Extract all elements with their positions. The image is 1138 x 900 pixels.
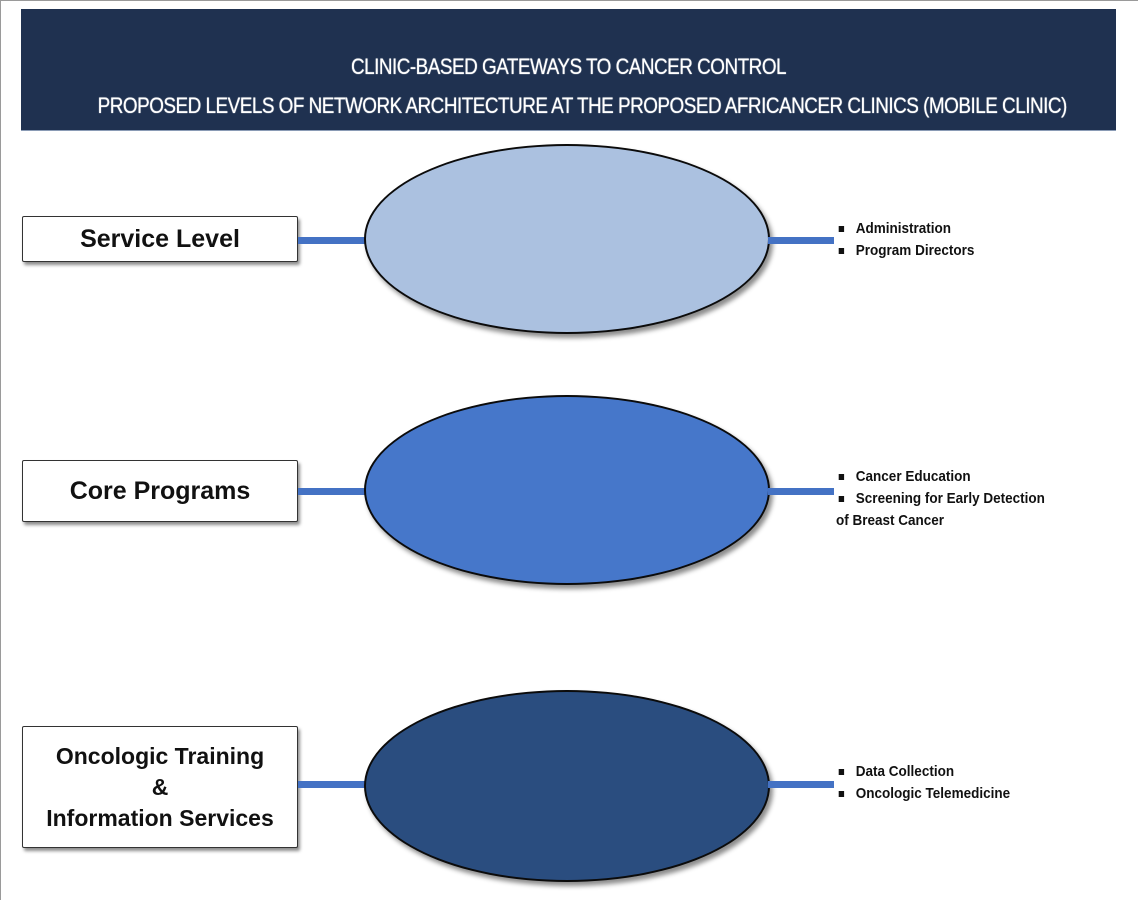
oncologic-training-label-line2: & xyxy=(151,773,169,800)
oncologic-training-box: Oncologic Training & Information Service… xyxy=(22,726,298,848)
oncologic-training-label-line3: Information Services xyxy=(46,804,274,831)
bullet-item: Screening for Early Detection xyxy=(836,488,1045,510)
service-level-bullet-list: Administration Program Directors xyxy=(836,218,974,262)
diagram-header: CLINIC-BASED GATEWAYS TO CANCER CONTROL … xyxy=(21,9,1116,131)
service-level-ellipse xyxy=(364,144,770,334)
core-programs-box: Core Programs xyxy=(22,460,298,522)
bullet-square-icon xyxy=(838,474,845,480)
oncologic-training-right-connector xyxy=(768,781,834,788)
service-level-box: Service Level xyxy=(22,216,298,262)
bullet-item: Cancer Education xyxy=(836,466,1045,488)
bullet-square-icon xyxy=(838,248,845,254)
bullet-square-icon xyxy=(838,791,845,797)
oncologic-training-left-connector xyxy=(298,781,368,788)
core-programs-right-connector xyxy=(768,488,834,495)
oncologic-training-bullet-list: Data Collection Oncologic Telemedicine xyxy=(836,761,1010,805)
diagram-title: CLINIC-BASED GATEWAYS TO CANCER CONTROL xyxy=(350,54,787,79)
service-level-label: Service Level xyxy=(80,224,240,253)
bullet-square-icon xyxy=(838,769,845,775)
bullet-square-icon xyxy=(838,496,845,502)
bullet-item: Oncologic Telemedicine xyxy=(836,783,1010,805)
oncologic-training-label-line1: Oncologic Training xyxy=(55,742,265,769)
bullet-item: Data Collection xyxy=(836,761,1010,783)
diagram-subtitle: PROPOSED LEVELS OF NETWORK ARCHITECTURE … xyxy=(97,93,1068,118)
oncologic-training-ellipse xyxy=(364,690,770,882)
service-level-left-connector xyxy=(298,237,368,244)
bullet-item: Program Directors xyxy=(836,240,974,262)
bullet-square-icon xyxy=(838,226,845,232)
bullet-item: Administration xyxy=(836,218,974,240)
core-programs-left-connector xyxy=(298,488,368,495)
core-programs-label: Core Programs xyxy=(69,476,251,505)
bullet-item-continuation: of Breast Cancer xyxy=(836,512,945,529)
service-level-right-connector xyxy=(768,237,834,244)
core-programs-ellipse xyxy=(364,395,770,585)
core-programs-bullet-list: Cancer Education Screening for Early Det… xyxy=(836,466,1045,532)
